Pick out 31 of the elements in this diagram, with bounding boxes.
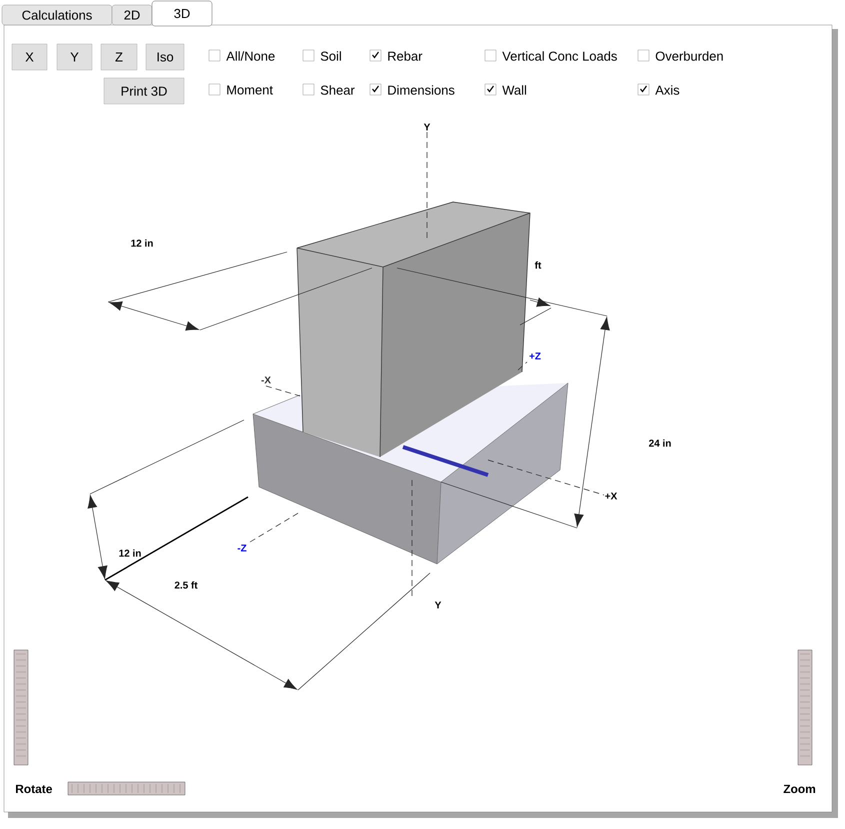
dimension-label: 24 in [649,439,671,447]
tab: 3D [152,0,212,26]
button: Z [100,44,138,70]
axis-label: +X [605,492,618,500]
checkbox: All/None [208,50,275,62]
button: Iso [146,44,184,70]
dimension-label: ft [534,261,542,269]
checkbox: Moment [208,84,273,96]
button: Y [56,44,92,70]
axis-label: Y [424,124,430,130]
checkbox: Rebar [370,50,422,62]
tab: 2D [112,4,152,26]
axis-label: +Z [529,352,541,360]
checkbox: Wall [484,84,526,96]
dimension-label: 12 in [119,549,141,557]
axis-label: -X [261,376,271,384]
dimension-label: 2.5 ft [174,581,198,589]
checkbox: Dimensions [370,84,454,96]
button: Print 3D [104,78,184,104]
axis-label: -Z [238,544,246,552]
dimension-label: 12 in [131,239,153,247]
checkbox: Soil [302,50,341,62]
checkbox: Vertical Conc Loads [484,50,617,62]
slider-label: Rotate [16,784,52,794]
checkbox: Axis [638,84,680,96]
axis-label: Y [434,602,442,608]
button: X [12,44,48,70]
checkbox: Shear [302,84,355,96]
tab: Calculations [2,4,112,26]
checkbox: Overburden [638,50,723,62]
slider-label: Zoom [784,784,816,794]
